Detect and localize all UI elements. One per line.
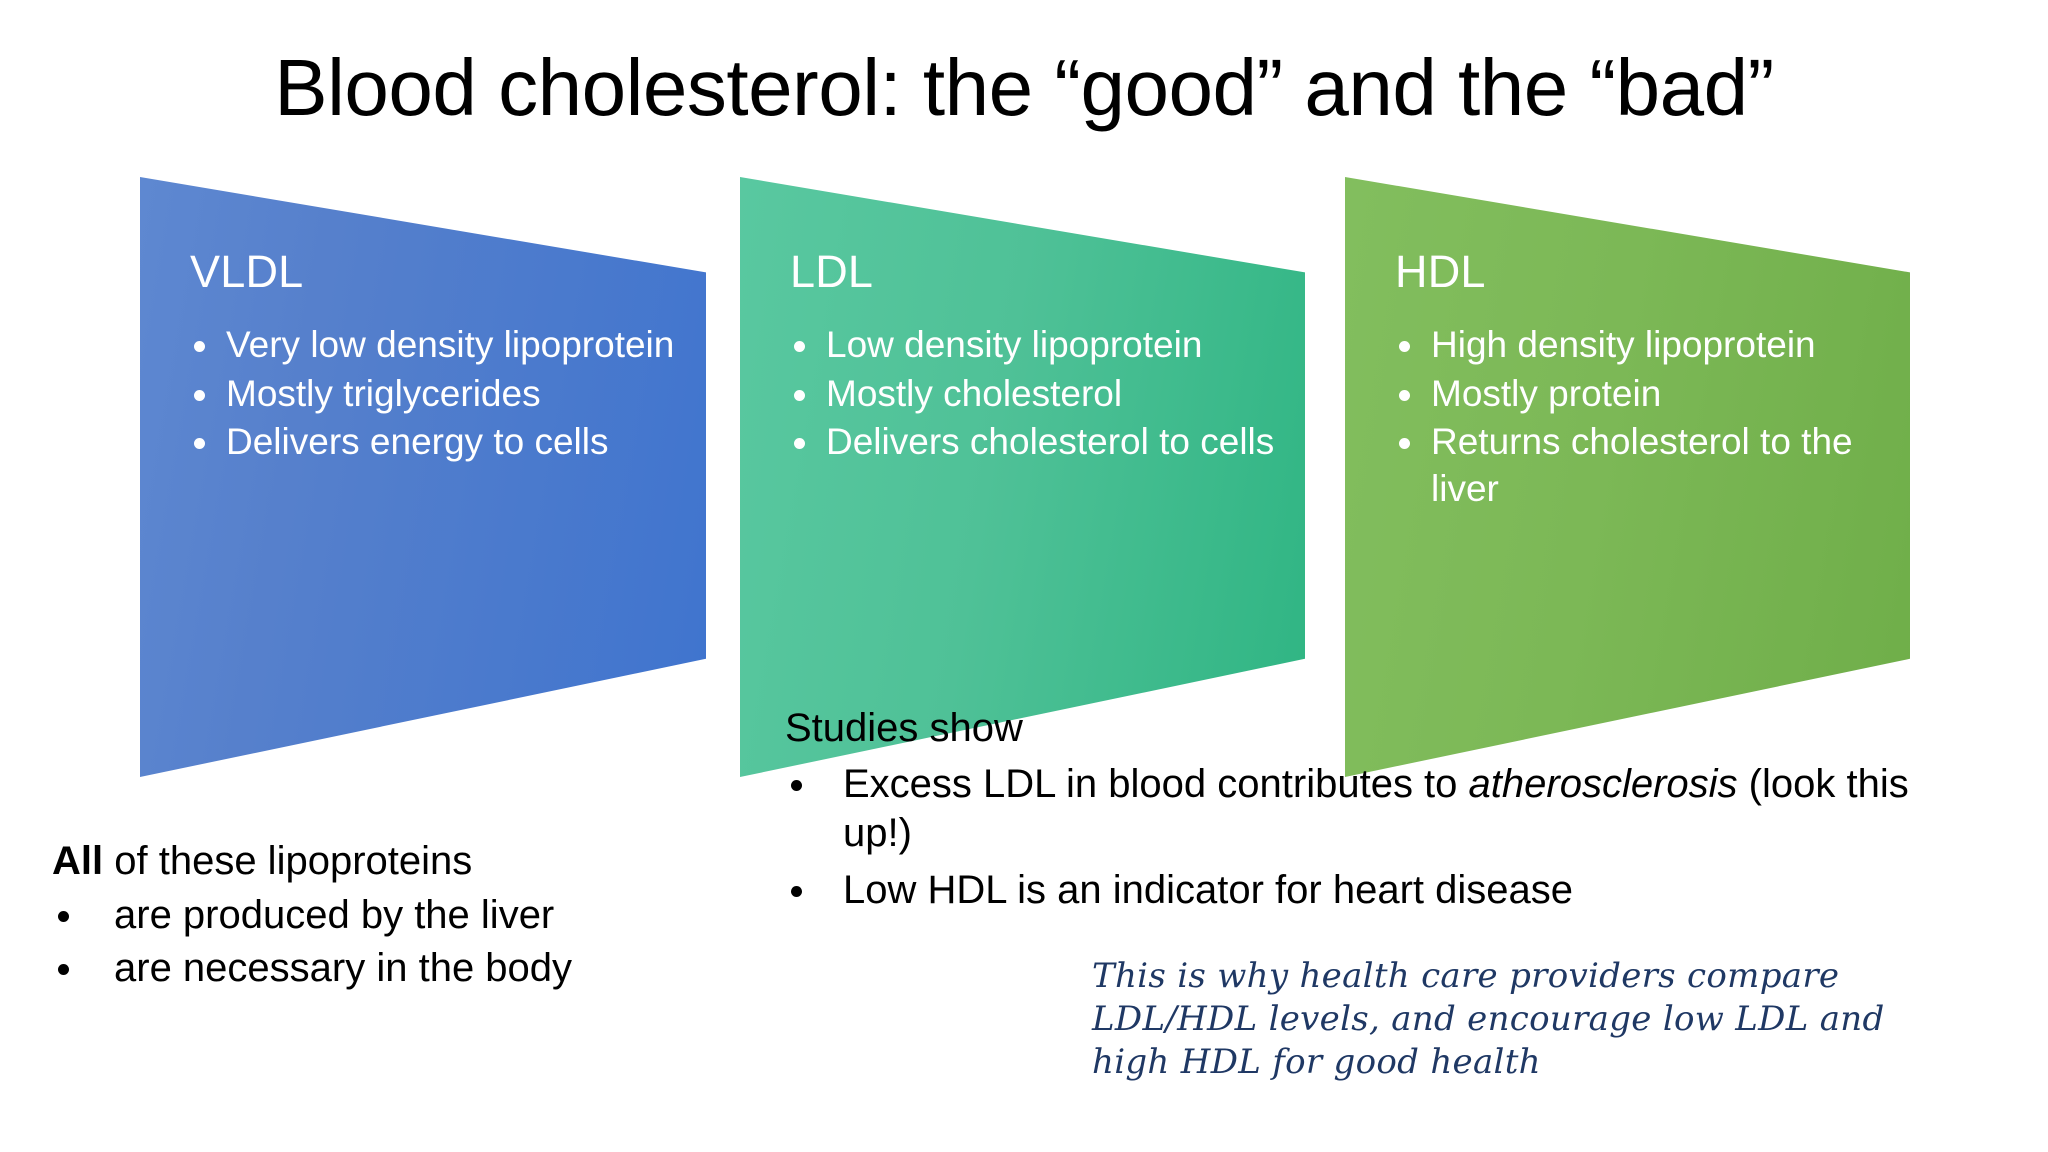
list-item: are necessary in the body [52,944,752,993]
list-item-label: are necessary in the body [114,945,573,990]
bullet-dot-icon [794,341,805,353]
bullet-dot-icon [794,438,805,450]
bullet-dot-icon [194,389,205,401]
list-item-label: Delivers cholesterol to cells [826,421,1275,463]
card-vldl-shape [140,177,706,777]
card-ldl-bullet-list: Low density lipoprotein Mostly cholester… [790,322,1287,466]
card-vldl-bullet-list: Very low density lipoprotein Mostly trig… [190,322,688,466]
studies-lead: Studies show [785,706,1023,750]
bullet-dot-icon [791,780,802,792]
bullet-dot-icon [194,438,205,450]
list-item-label: Mostly cholesterol [826,372,1123,414]
bullet-dot-icon [1399,389,1410,401]
left-note-lead-bold: All [52,839,104,883]
list-item-label: Low density lipoprotein [826,324,1203,365]
list-item-label: Very low density lipoprotein [226,324,675,365]
left-note-list: are produced by the liver are necessary … [52,891,752,993]
bullet-dot-icon [1399,341,1410,353]
page-title: Blood cholesterol: the “good” and the “b… [274,43,1774,132]
bullet-dot-icon [194,341,205,353]
list-item: Mostly protein [1395,371,1892,418]
list-item-label-after: (look this up!) [843,762,1909,855]
list-item-label-italic: atherosclerosis [1468,762,1738,807]
list-item: Delivers energy to cells [190,419,688,466]
list-item: Delivers cholesterol to cells [790,419,1287,466]
bullet-dot-icon [1399,438,1410,450]
list-item: Mostly triglycerides [190,371,688,418]
card-vldl-heading: VLDL [190,246,304,297]
card-hdl-heading: HDL [1395,246,1486,297]
card-hdl-body: HDL High density lipoprotein Mostly prot… [1395,249,1892,514]
card-hdl-bullet-list: High density lipoprotein Mostly protein … [1395,322,1892,512]
handwritten-note-line-1: This is why health care providers compar… [1092,956,1840,996]
card-vldl-body: VLDL Very low density lipoprotein Mostly… [190,249,688,468]
left-note-block: All of these lipoproteins are produced b… [52,838,752,997]
list-item: are produced by the liver [52,891,752,940]
bullet-dot-icon [58,911,69,923]
list-item: Returns cholesterol to the liver [1395,419,1892,512]
list-item-label-before: Excess LDL in blood contributes to [843,762,1469,807]
list-item-label: Delivers energy to cells [226,421,609,463]
list-item-label: are produced by the liver [114,893,555,938]
card-vldl[interactable]: VLDL Very low density lipoprotein Mostly… [140,177,706,777]
list-item: Low density lipoprotein [790,322,1287,369]
card-ldl-shape [740,177,1305,777]
handwritten-note-line-2: LDL/HDL levels, and encourage low LDL an… [1092,999,1885,1040]
bullet-dot-icon [791,885,802,897]
card-hdl-shape [1345,177,1910,777]
list-item-label: Mostly protein [1431,372,1662,414]
list-item-label: Mostly triglycerides [226,372,541,414]
bullet-dot-icon [58,963,69,975]
bullet-dot-icon [794,389,805,401]
card-hdl[interactable]: HDL High density lipoprotein Mostly prot… [1345,177,1910,777]
list-item: Very low density lipoprotein [190,322,688,369]
left-note-lead-rest: of these lipoproteins [103,839,473,883]
card-ldl[interactable]: LDL Low density lipoprotein Mostly chole… [740,177,1305,777]
list-item: High density lipoprotein [1395,322,1892,369]
left-note-lead: All of these lipoproteins [52,838,752,885]
list-item: Excess LDL in blood contributes to ather… [785,760,1915,858]
list-item: Low HDL is an indicator for heart diseas… [785,866,1915,915]
card-ldl-body: LDL Low density lipoprotein Mostly chole… [790,249,1287,468]
list-item: Mostly cholesterol [790,371,1287,418]
studies-list: Excess LDL in blood contributes to ather… [785,760,1915,914]
card-ldl-heading: LDL [790,246,874,297]
handwritten-note: This is why health care providers compar… [1092,955,1992,1085]
studies-block: Studies show Excess LDL in blood contrib… [785,705,1915,923]
list-item-label: High density lipoprotein [1431,324,1816,365]
handwritten-note-line-3: high HDL for good health [1092,1042,1541,1083]
list-item-label: Returns cholesterol to the liver [1431,421,1853,509]
list-item-label-before: Low HDL is an indicator for heart diseas… [843,867,1573,912]
